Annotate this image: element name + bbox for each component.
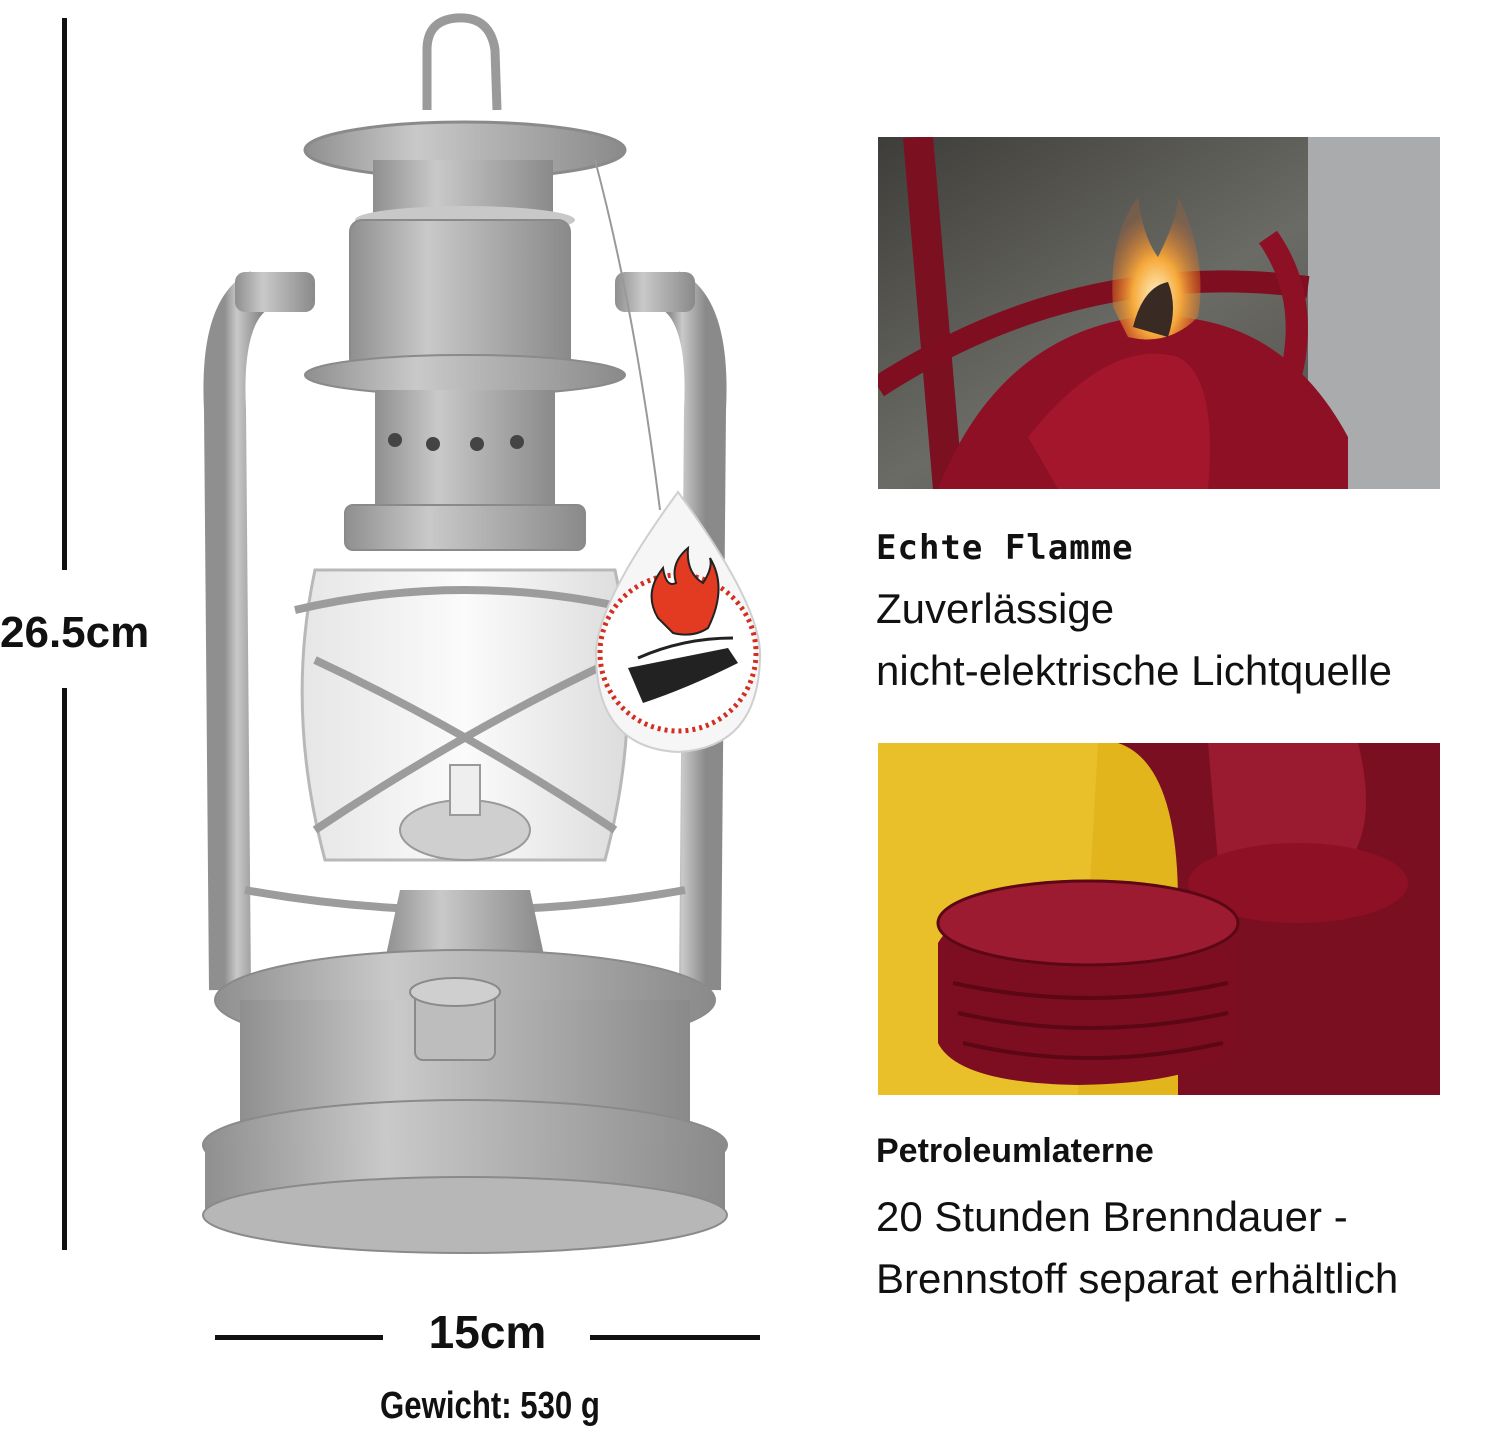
feature-1-description: Zuverlässige nicht-elektrische Lichtquel… (876, 578, 1496, 702)
width-dimension-line-left (215, 1335, 383, 1340)
feature-1-title: Echte Flamme (876, 528, 1134, 568)
width-label: 15cm (428, 1306, 547, 1358)
feature-1-line-2: nicht-elektrische Lichtquelle (876, 647, 1392, 694)
feature-1-line-1: Zuverlässige (876, 585, 1115, 632)
feature-2-line-2: Brennstoff separat erhältlich (876, 1255, 1399, 1302)
lantern-image (202, 13, 728, 1254)
feature-2-title: Petroleumlaterne (876, 1132, 1154, 1170)
height-label: 26.5cm (0, 608, 150, 657)
real-flame-photo (878, 137, 1440, 489)
flame-on-hand-tag-icon (594, 490, 762, 754)
height-dimension-line-bottom (62, 688, 67, 1250)
weight-label: Gewicht: 530 g (380, 1385, 600, 1427)
fuel-cap-photo (878, 743, 1440, 1095)
width-dimension-line-right (590, 1335, 760, 1340)
feature-2-line-1: 20 Stunden Brenndauer - (876, 1193, 1348, 1240)
height-dimension-line-top (62, 18, 67, 570)
feature-2-description: 20 Stunden Brenndauer - Brennstoff separ… (876, 1186, 1496, 1310)
